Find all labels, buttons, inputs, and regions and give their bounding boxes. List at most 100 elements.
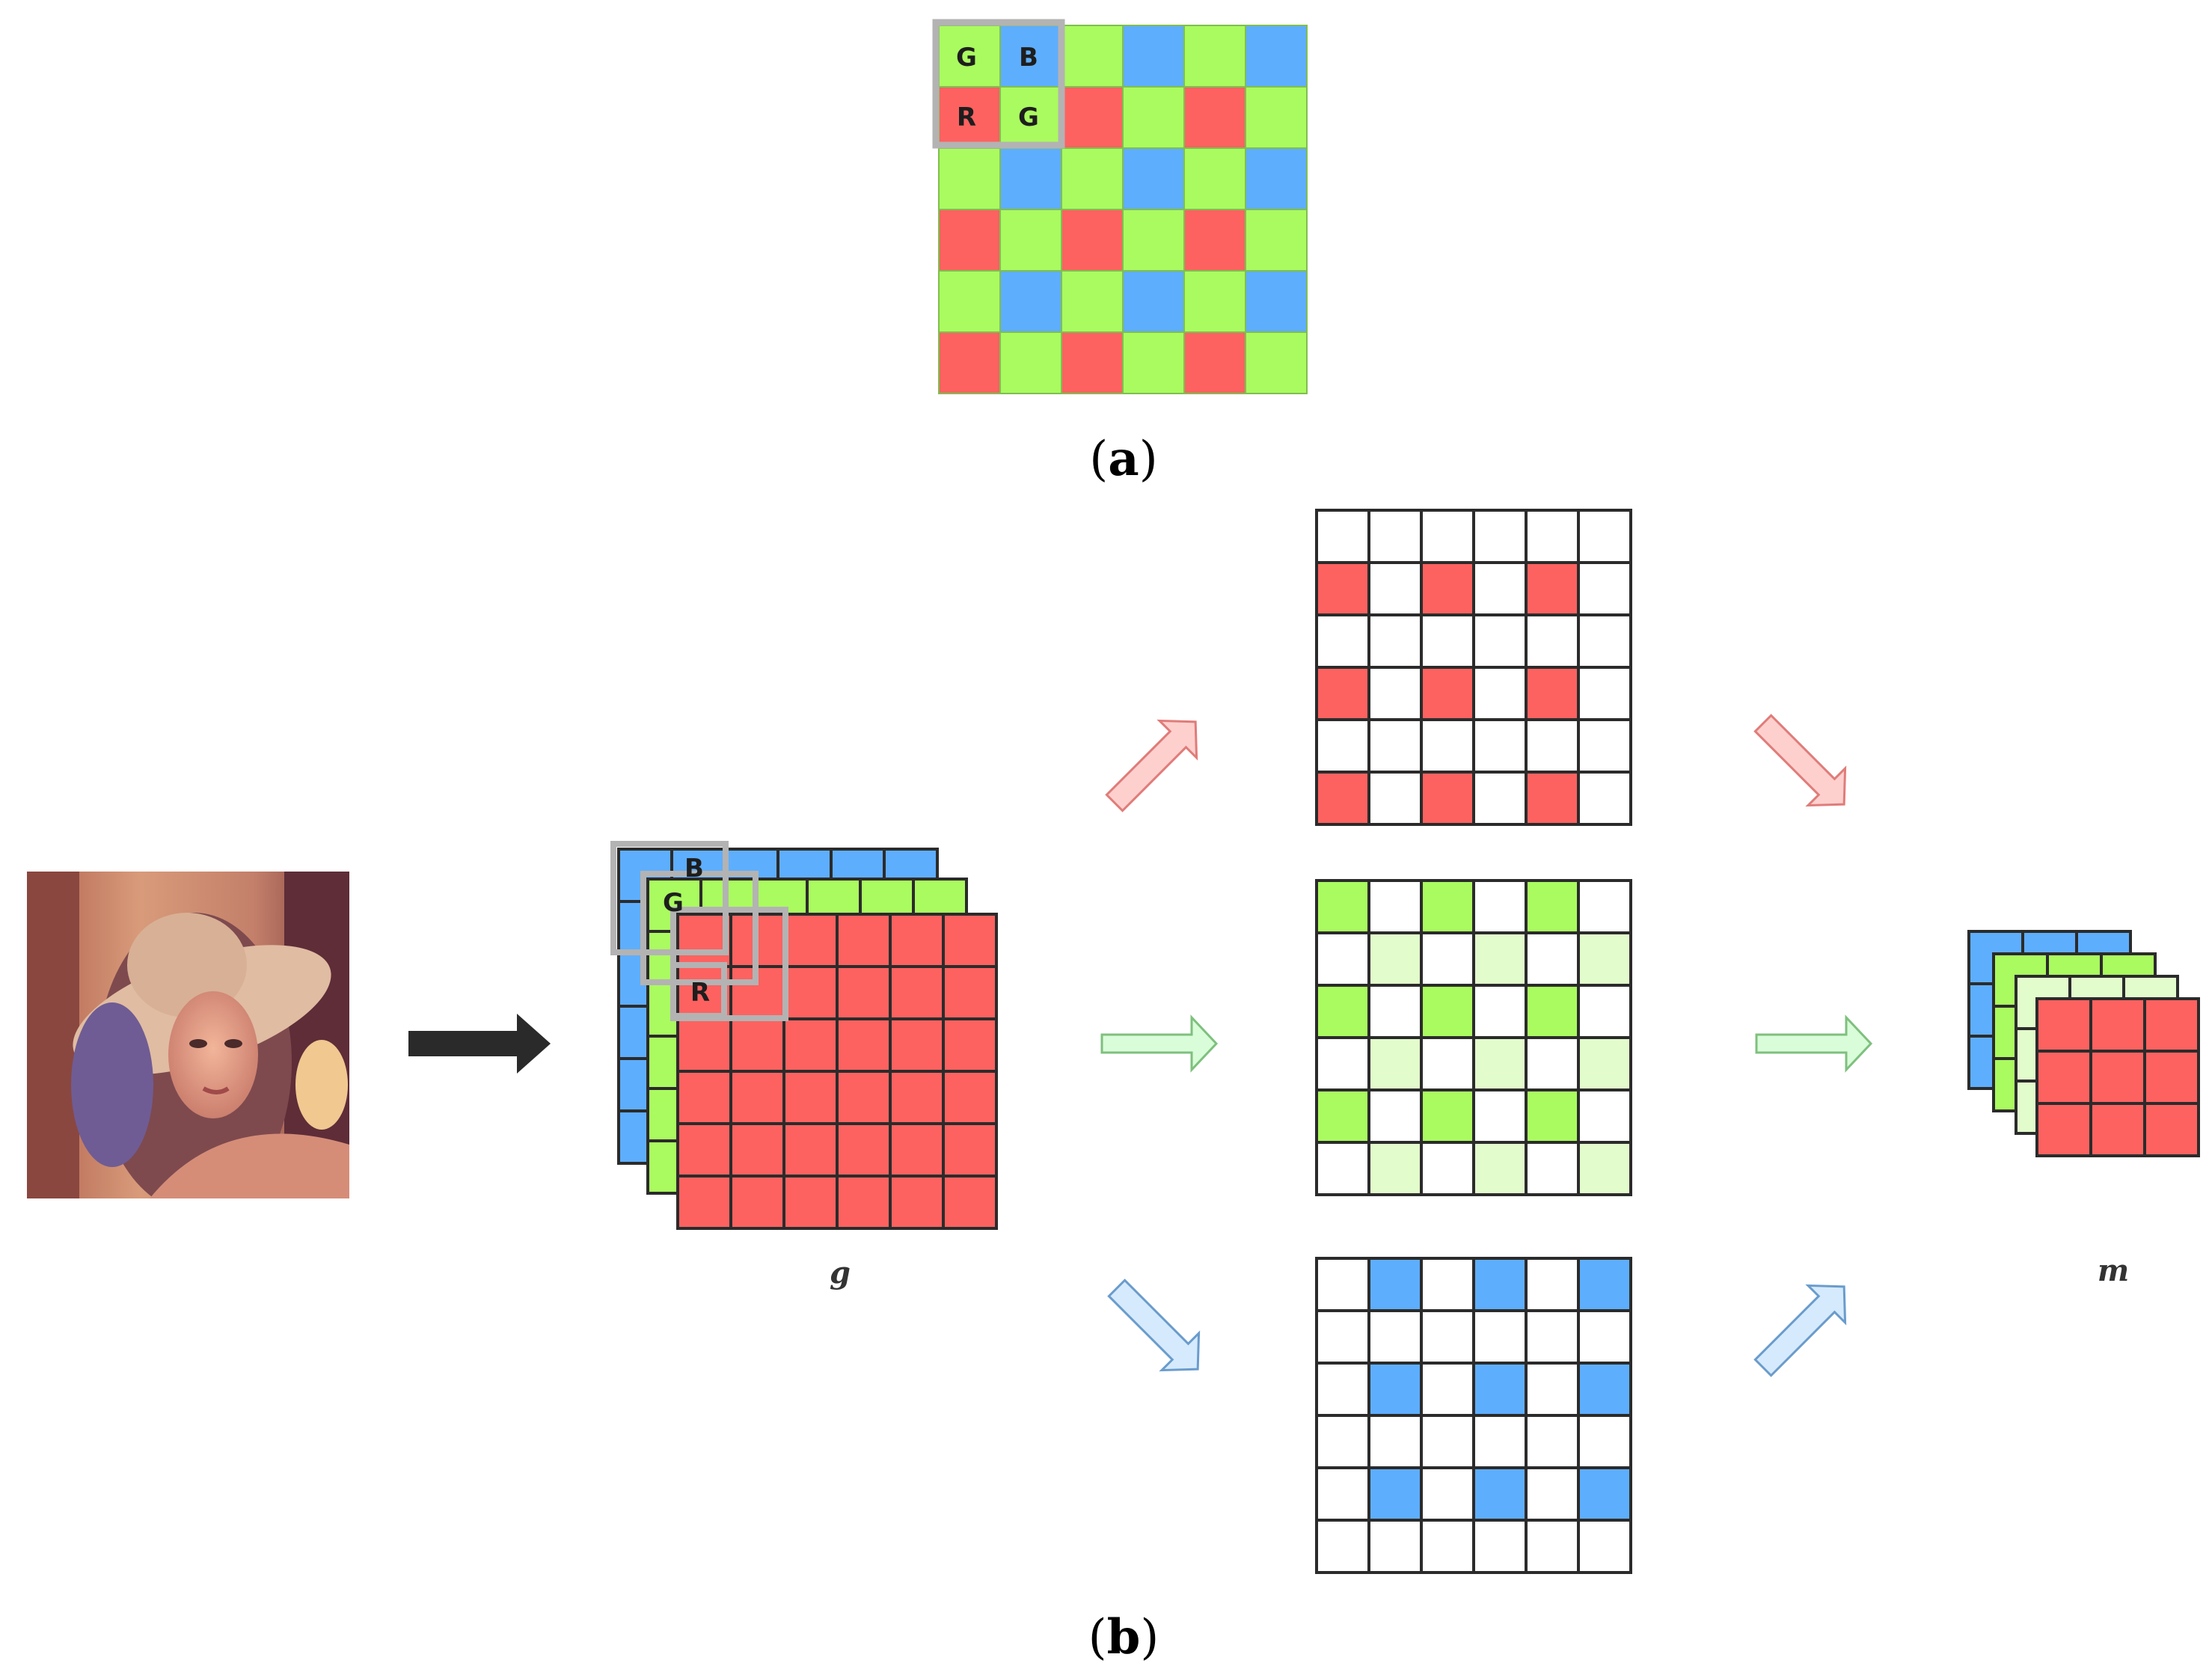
stack-g-red-cell — [836, 1122, 892, 1178]
arrow-to-green-icon — [1100, 1014, 1219, 1073]
blue-channel-cell — [1315, 1466, 1370, 1522]
blue-channel-cell — [1472, 1362, 1528, 1417]
stack-g-red-cell — [942, 1175, 998, 1230]
red-channel-cell — [1420, 509, 1475, 564]
green-channel-cell — [1525, 879, 1580, 934]
stack-g-red-cell — [782, 965, 839, 1020]
red-channel-cell — [1525, 666, 1580, 721]
bayer-cell — [938, 147, 1001, 210]
arrow-to-red-icon — [1105, 719, 1198, 812]
bayer-cell — [999, 25, 1062, 88]
red-channel-cell — [1577, 771, 1632, 826]
bayer-cell — [1122, 209, 1185, 272]
blue-channel-cell — [1367, 1257, 1423, 1312]
red-channel-cell — [1420, 718, 1475, 774]
green-channel-cell — [1577, 1036, 1632, 1091]
bayer-cell — [1061, 209, 1124, 272]
stack-g-red-cell — [889, 913, 945, 968]
blue-channel-cell — [1315, 1257, 1370, 1312]
red-channel-cell — [1315, 509, 1370, 564]
green-channel-cell — [1420, 1088, 1475, 1144]
stack-m-red-cell — [2089, 997, 2146, 1053]
blue-channel-cell — [1525, 1309, 1580, 1365]
blue-channel-cell — [1420, 1362, 1475, 1417]
blue-channel-cell — [1525, 1466, 1580, 1522]
red-channel-cell — [1577, 666, 1632, 721]
blue-channel-cell — [1472, 1309, 1528, 1365]
stack-g-red-cell — [676, 1175, 732, 1230]
bayer-mosaic-grid — [938, 25, 1308, 394]
bayer-cell-label-g1: G — [956, 43, 977, 73]
red-channel-cell — [1420, 561, 1475, 616]
blue-channel-cell — [1315, 1362, 1370, 1417]
stack-m-red-cell — [2143, 997, 2200, 1053]
green-channel-cell — [1525, 1088, 1580, 1144]
blue-channel-cell — [1367, 1309, 1423, 1365]
arrow-to-blue-icon — [1107, 1279, 1201, 1372]
blue-channel-cell — [1577, 1466, 1632, 1522]
blue-channel-cell — [1420, 1414, 1475, 1469]
red-channel-cell — [1472, 561, 1528, 616]
red-channel-cell — [1577, 509, 1632, 564]
red-channel-cell — [1525, 561, 1580, 616]
caption-b: (b) — [1088, 1609, 1159, 1665]
green-channel-cell — [1472, 1088, 1528, 1144]
portrait-photo-icon — [27, 872, 349, 1198]
blue-channel-cell — [1420, 1466, 1475, 1522]
green-channel-cell — [1577, 931, 1632, 987]
green-channel-cell — [1315, 1088, 1370, 1144]
green-channel-cell — [1367, 1141, 1423, 1196]
blue-channel-cell — [1525, 1257, 1580, 1312]
blue-channel-cell — [1577, 1362, 1632, 1417]
green-channel-cell — [1525, 1036, 1580, 1091]
input-arrow-icon — [408, 1014, 551, 1074]
stack-g-red-cell — [889, 1175, 945, 1230]
green-channel-cell — [1472, 1141, 1528, 1196]
bayer-cell-label-b: B — [1019, 43, 1038, 73]
green-channel-cell — [1367, 879, 1423, 934]
blue-channel-cell — [1420, 1257, 1475, 1312]
stack-g-red-cell — [836, 1175, 892, 1230]
red-channel-cell — [1472, 509, 1528, 564]
stack-g-red-cell — [942, 1122, 998, 1178]
stack-g-red-cell — [942, 965, 998, 1020]
bayer-cell — [938, 331, 1001, 394]
stack-g-red-cell — [782, 1017, 839, 1073]
stack-m-red-cell — [2035, 1102, 2092, 1157]
bayer-cell — [1245, 86, 1308, 149]
bayer-cell — [999, 209, 1062, 272]
caption-a: (a) — [1089, 431, 1157, 487]
red-channel-cell — [1315, 613, 1370, 669]
stack-g-red-cell — [676, 1122, 732, 1178]
red-channel-cell — [1472, 666, 1528, 721]
green-channel-cell — [1315, 1036, 1370, 1091]
red-channel-cell — [1367, 771, 1423, 826]
blue-channel-cell — [1577, 1414, 1632, 1469]
blue-channel-cell — [1525, 1519, 1580, 1574]
bayer-2x2-highlight-box — [932, 19, 1065, 149]
stack-m-red-cell — [2035, 1050, 2092, 1105]
blue-channel-cell — [1472, 1257, 1528, 1312]
red-channel-cell — [1420, 771, 1475, 826]
bayer-cell — [938, 270, 1001, 333]
stack-g-red-cell — [942, 1070, 998, 1125]
stack-g-red-cell — [782, 1122, 839, 1178]
green-channel-sampled-grid — [1315, 879, 1632, 1196]
bayer-cell — [1122, 147, 1185, 210]
stack-g-red-cell — [729, 1175, 785, 1230]
green-channel-cell — [1472, 1036, 1528, 1091]
green-channel-cell — [1315, 984, 1370, 1039]
rgb-plane-stack-g — [617, 848, 998, 1230]
stack-g-red-cell — [676, 1017, 732, 1073]
blue-channel-cell — [1525, 1362, 1580, 1417]
red-channel-cell — [1420, 666, 1475, 721]
red-channel-cell — [1367, 666, 1423, 721]
green-channel-cell — [1315, 931, 1370, 987]
bayer-cell — [1061, 270, 1124, 333]
blue-channel-cell — [1420, 1519, 1475, 1574]
bayer-cell — [1122, 270, 1185, 333]
rgb-plane-stack-m — [1967, 930, 2200, 1157]
bayer-cell — [999, 147, 1062, 210]
red-channel-cell — [1367, 509, 1423, 564]
